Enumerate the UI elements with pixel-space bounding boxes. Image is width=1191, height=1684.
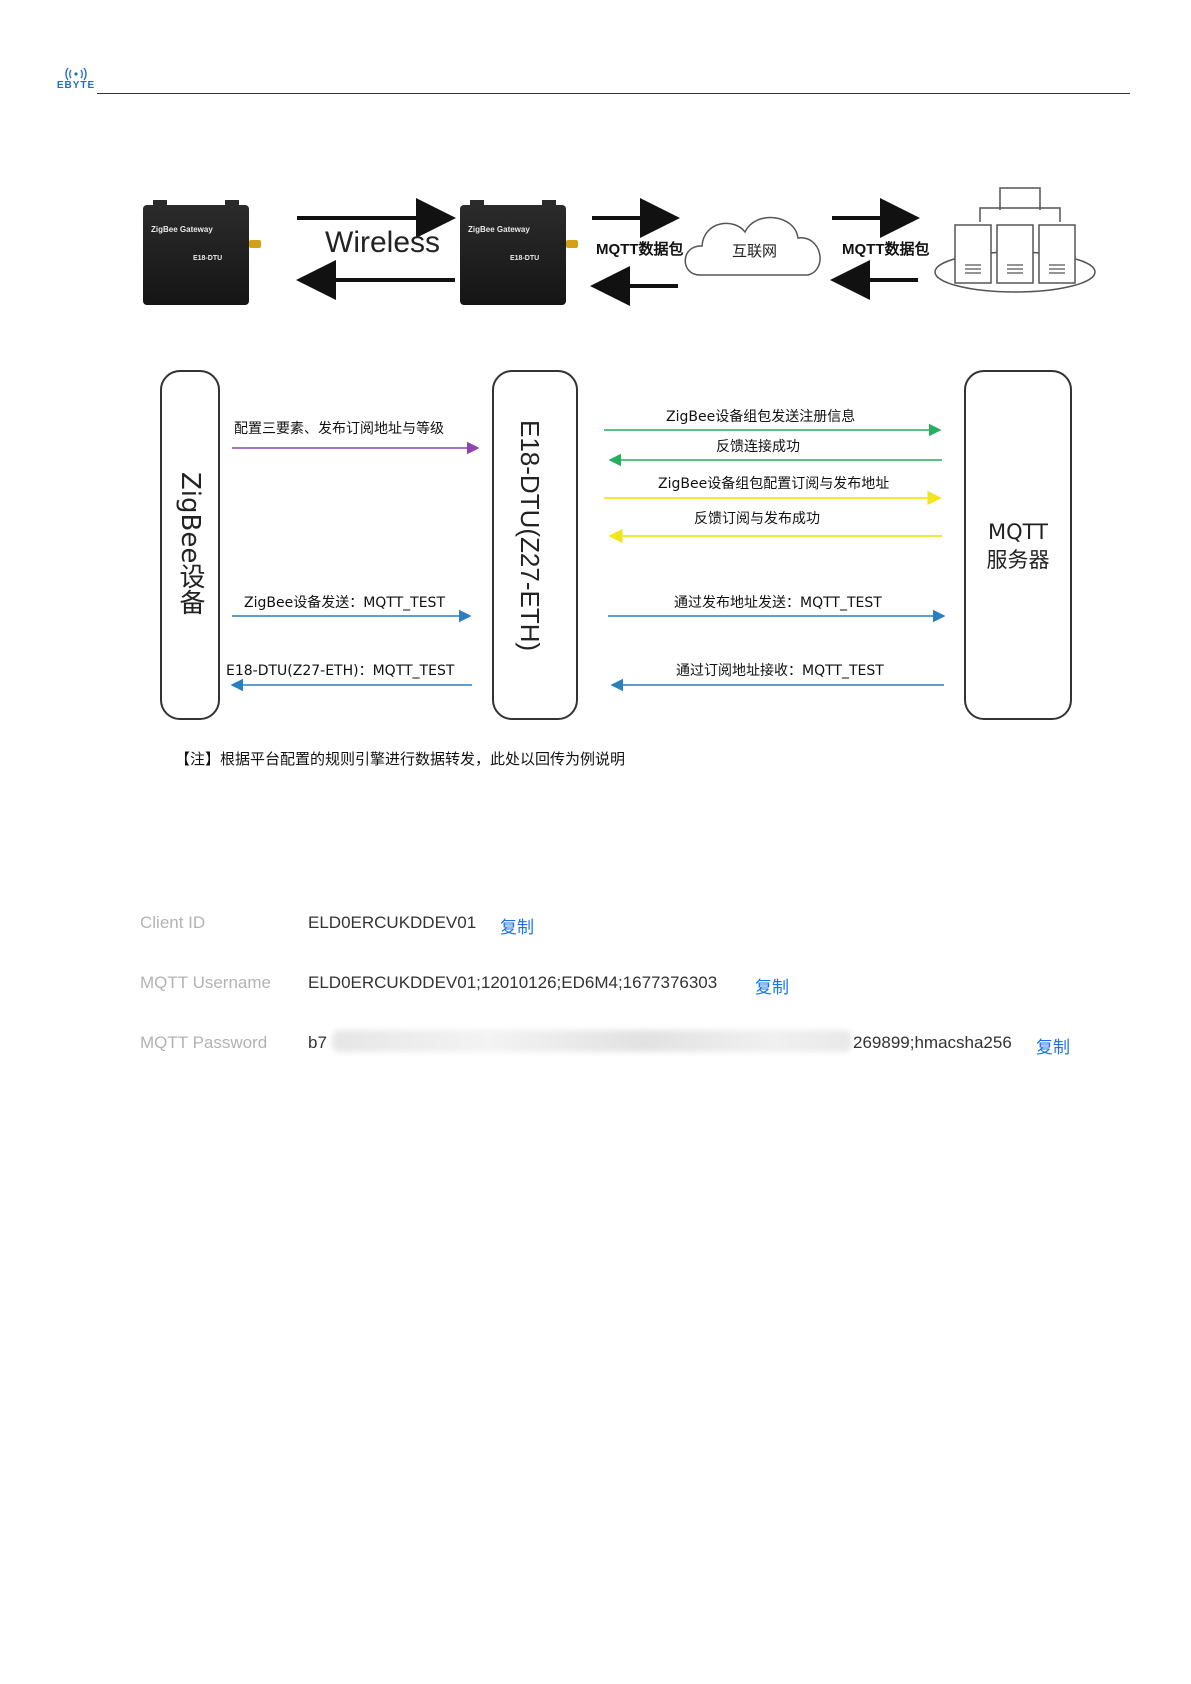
lane-mqtt-label-line2: 服务器 xyxy=(986,548,1050,572)
antenna-icon xyxy=(566,240,578,248)
mqtt-packet-label-right: MQTT数据包 xyxy=(842,241,930,258)
client-id-value: ELD0ERCUKDDEV01 xyxy=(308,913,477,932)
topology-arrows xyxy=(296,187,1096,306)
zigbee-gateway-device-left: ZigBee Gateway E18-DTU xyxy=(143,200,249,305)
device-model: E18-DTU xyxy=(510,255,540,262)
device-title: ZigBee Gateway xyxy=(468,225,530,234)
header-rule xyxy=(97,93,1130,94)
mqtt-username-label: MQTT Username xyxy=(140,973,271,992)
wireless-signal-icon xyxy=(65,67,87,81)
device-model: E18-DTU xyxy=(193,255,223,262)
mqtt-password-value-start: b7 xyxy=(308,1033,327,1052)
msg-connect-ok: 反馈连接成功 xyxy=(716,439,800,455)
msg-zigbee-send: ZigBee设备发送：MQTT_TEST xyxy=(244,595,445,611)
copy-password-button[interactable]: 复制 xyxy=(1036,1038,1070,1058)
wireless-label: Wireless xyxy=(325,226,441,259)
msg-subscribe-ok: 反馈订阅与发布成功 xyxy=(694,511,820,527)
copy-client-id-button[interactable]: 复制 xyxy=(500,918,534,938)
msg-subscribe-config: ZigBee设备组包配置订阅与发布地址 xyxy=(658,476,890,492)
mqtt-password-label: MQTT Password xyxy=(140,1033,268,1052)
mqtt-username-value: ELD0ERCUKDDEV01;12010126;ED6M4;167737630… xyxy=(308,973,718,992)
sequence-arrows xyxy=(230,423,946,692)
lane-zigbee-device: ZigBee设备 xyxy=(160,370,220,720)
cloud-icon xyxy=(684,216,821,276)
device-title: ZigBee Gateway xyxy=(151,225,213,234)
antenna-icon xyxy=(249,240,261,248)
msg-config: 配置三要素、发布订阅地址与等级 xyxy=(234,421,444,437)
mqtt-packet-label-left: MQTT数据包 xyxy=(596,241,684,258)
lane-mqtt-label-line1: MQTT xyxy=(988,520,1048,544)
lane-mqtt-server: MQTT 服务器 xyxy=(964,370,1072,720)
msg-publish: 通过发布地址发送：MQTT_TEST xyxy=(674,595,882,611)
password-redaction-blur xyxy=(332,1030,852,1052)
lane-mqtt-label: MQTT 服务器 xyxy=(966,518,1070,574)
msg-register: ZigBee设备组包发送注册信息 xyxy=(666,409,856,425)
client-id-label: Client ID xyxy=(140,913,206,932)
mqtt-password-value-end: 269899;hmacsha256 xyxy=(853,1033,1012,1052)
copy-username-button[interactable]: 复制 xyxy=(755,978,789,998)
msg-dtu-return: E18-DTU(Z27-ETH)：MQTT_TEST xyxy=(226,663,455,679)
diagram-note: 【注】根据平台配置的规则引擎进行数据转发，此处以回传为例说明 xyxy=(175,750,626,768)
msg-receive: 通过订阅地址接收：MQTT_TEST xyxy=(676,663,884,679)
lane-e18-dtu: E18-DTU(Z27-ETH) xyxy=(492,370,578,720)
lane-e18-label: E18-DTU(Z27-ETH) xyxy=(515,420,545,652)
lane-zigbee-label: ZigBee设备 xyxy=(175,472,205,616)
ebyte-logo: EBYTE xyxy=(52,66,100,96)
internet-label: 互联网 xyxy=(732,243,778,260)
logo-text: EBYTE xyxy=(56,80,96,91)
zigbee-gateway-device-right: ZigBee Gateway E18-DTU xyxy=(460,200,566,305)
server-cluster-icon xyxy=(934,187,1096,293)
